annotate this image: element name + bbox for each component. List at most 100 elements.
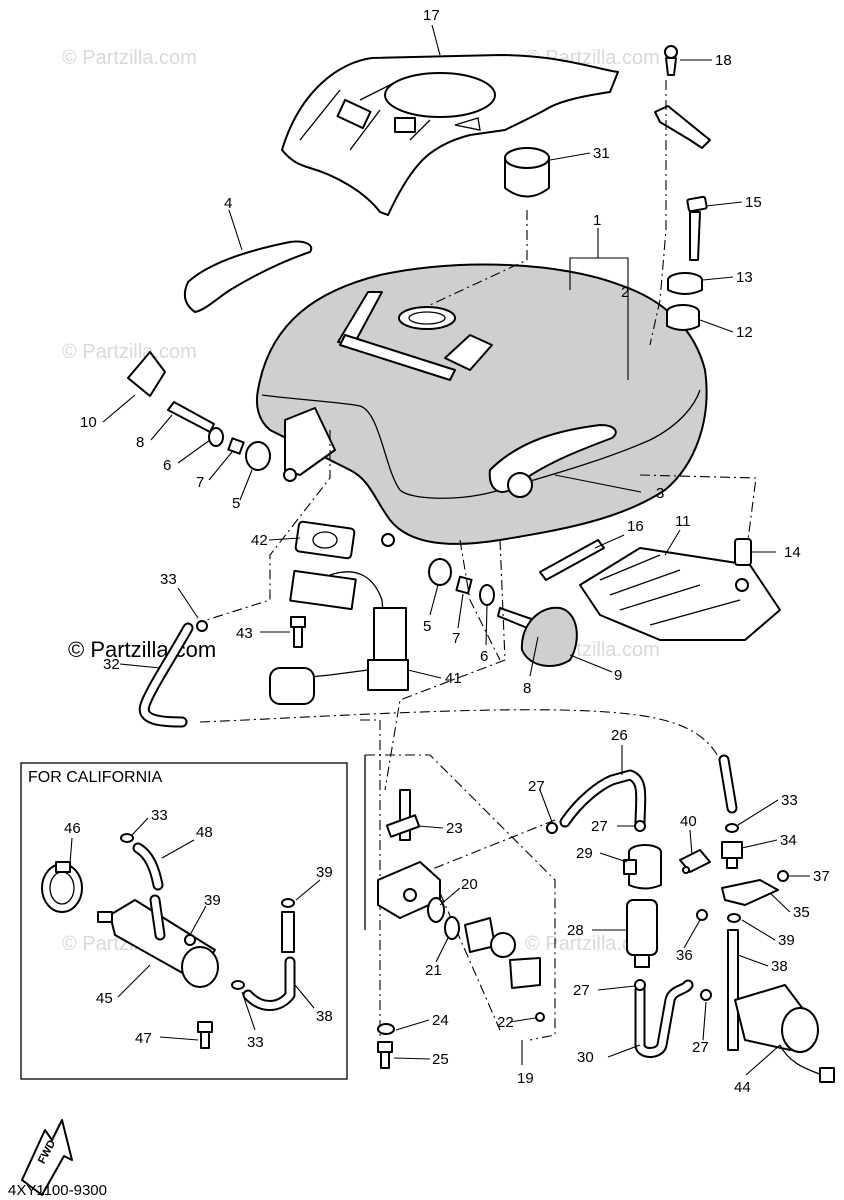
callout-33: 33 xyxy=(247,1034,264,1051)
clamp-part-33 xyxy=(231,980,245,990)
watermark: © Partzilla.com xyxy=(62,341,197,363)
clamp-part-33 xyxy=(120,833,134,843)
callout-6: 6 xyxy=(163,457,171,474)
callout-33: 33 xyxy=(781,792,798,809)
callout-28: 28 xyxy=(567,922,584,939)
pipe-part-38 xyxy=(727,929,739,1051)
callout-27: 27 xyxy=(573,982,590,999)
joint-part-34 xyxy=(721,841,743,869)
callout-14: 14 xyxy=(784,544,801,561)
callout-30: 30 xyxy=(577,1049,594,1066)
california-box-title: FOR CALIFORNIA xyxy=(28,769,163,786)
bolt-part-47 xyxy=(197,1021,213,1049)
callout-38: 38 xyxy=(316,1008,333,1025)
clamp-part-27 xyxy=(634,820,646,832)
strip-part-16 xyxy=(539,539,605,581)
callout-8: 8 xyxy=(523,680,531,697)
callout-36: 36 xyxy=(676,947,693,964)
callout-7: 7 xyxy=(452,630,460,647)
callout-6: 6 xyxy=(480,648,488,665)
callout-27: 27 xyxy=(528,778,545,795)
screw-part-37 xyxy=(777,870,789,882)
callout-17: 17 xyxy=(423,7,440,24)
damper-part-12 xyxy=(666,304,700,331)
emblem-part-4 xyxy=(183,240,313,313)
leader-lines xyxy=(69,24,810,1076)
callout-35: 35 xyxy=(793,904,810,921)
callout-2: 2 xyxy=(621,284,629,301)
pad-part-9 xyxy=(520,606,578,667)
callout-27: 27 xyxy=(591,818,608,835)
hose-part-32 xyxy=(138,620,208,728)
callout-4: 4 xyxy=(224,195,232,212)
callout-5: 5 xyxy=(423,618,431,635)
cover-bracket xyxy=(654,105,711,149)
fuel-cock-assembly-part-19 xyxy=(364,754,556,1069)
callout-23: 23 xyxy=(446,820,463,837)
screw-part-18 xyxy=(664,45,678,76)
callout-18: 18 xyxy=(715,52,732,69)
filter-part-28 xyxy=(626,899,658,968)
callout-1: 1 xyxy=(593,212,601,229)
callout-43: 43 xyxy=(236,625,253,642)
callout-39: 39 xyxy=(204,892,221,909)
callout-5: 5 xyxy=(232,495,240,512)
tank-cover-part-17 xyxy=(281,54,619,216)
clamp-part-33 xyxy=(725,823,739,833)
clamp-part-39 xyxy=(727,913,741,923)
clamp-part-27 xyxy=(700,989,712,1001)
callout-33: 33 xyxy=(151,807,168,824)
diagram-code: 4XY1100-9300 xyxy=(8,1182,107,1199)
screw-part-36 xyxy=(696,909,708,921)
callout-39: 39 xyxy=(778,932,795,949)
canister-part-45 xyxy=(97,899,219,988)
clamp-part-39 xyxy=(184,934,196,946)
callout-22: 22 xyxy=(497,1014,514,1031)
callout-33: 33 xyxy=(160,571,177,588)
hose-part-26 xyxy=(559,769,647,831)
callout-10: 10 xyxy=(80,414,97,431)
callout-39: 39 xyxy=(316,864,333,881)
callout-38: 38 xyxy=(771,958,788,975)
california-box: FOR CALIFORNIA xyxy=(20,762,348,1080)
callout-labels: 17 18 31 4 15 1 2 13 12 10 8 6 7 5 3 42 … xyxy=(64,7,830,1096)
bolt-part-43 xyxy=(290,616,306,648)
callout-24: 24 xyxy=(432,1012,449,1029)
sensor-part-40 xyxy=(679,849,711,874)
callout-40: 40 xyxy=(680,813,697,830)
fuel-cap-part-31 xyxy=(504,147,550,198)
watermark: © Partzilla.com xyxy=(62,47,197,69)
callout-25: 25 xyxy=(432,1051,449,1068)
callout-13: 13 xyxy=(736,269,753,286)
callout-42: 42 xyxy=(251,532,268,549)
callout-47: 47 xyxy=(135,1030,152,1047)
bracket-part-35 xyxy=(721,879,779,906)
callout-9: 9 xyxy=(614,667,622,684)
callout-11: 11 xyxy=(675,513,691,530)
callout-48: 48 xyxy=(196,824,213,841)
callout-8: 8 xyxy=(136,434,144,451)
callout-26: 26 xyxy=(611,727,628,744)
callout-7: 7 xyxy=(196,474,204,491)
side-cover-part-11 xyxy=(579,547,781,641)
callout-45: 45 xyxy=(96,990,113,1007)
callout-34: 34 xyxy=(780,832,797,849)
callout-29: 29 xyxy=(576,845,593,862)
callout-32: 32 xyxy=(103,656,120,673)
callout-21: 21 xyxy=(425,962,442,979)
filter-part-44 xyxy=(734,984,835,1083)
callout-12: 12 xyxy=(736,324,753,341)
bolt-part-15 xyxy=(686,195,708,261)
callout-27: 27 xyxy=(692,1039,709,1056)
callout-31: 31 xyxy=(593,145,610,162)
damper-part-13 xyxy=(667,272,703,295)
plate-part-42 xyxy=(294,520,356,560)
clamp-part-27 xyxy=(546,822,558,834)
callout-20: 20 xyxy=(461,876,478,893)
grommet-part-14 xyxy=(734,538,752,566)
canister-part-46 xyxy=(41,861,83,913)
mount-bolt-set-left xyxy=(167,401,271,471)
fuel-tank-part-1 xyxy=(255,263,708,547)
callout-16: 16 xyxy=(627,518,644,535)
